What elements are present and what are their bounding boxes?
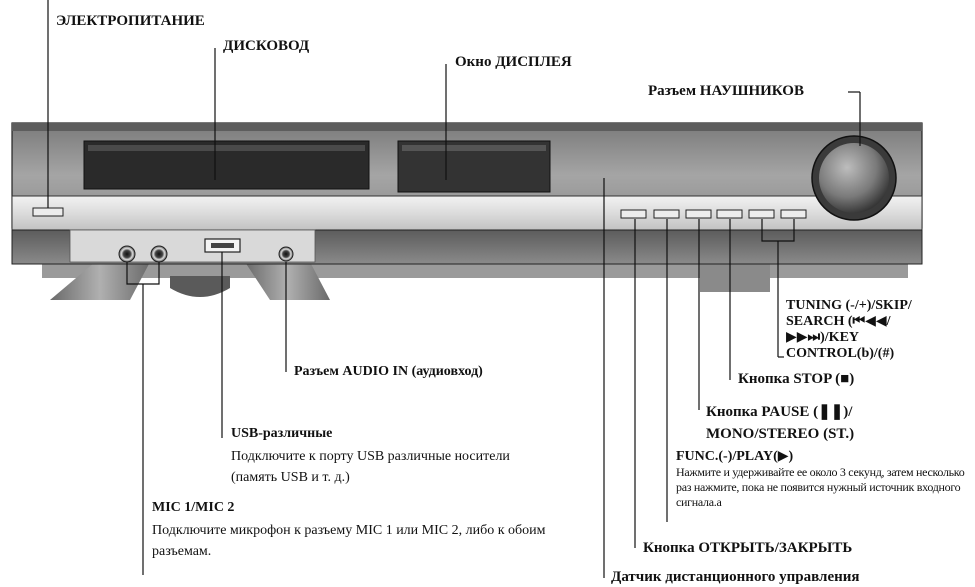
label-disc-drive: ДИСКОВОД [223, 38, 310, 54]
label-func-desc: Нажмите и удерживайте ее около 3 секунд,… [676, 465, 965, 509]
label-pause-line-2: MONO/STEREO (ST.) [706, 426, 855, 442]
label-usb-desc: Подключите к порту USB различные носител… [231, 449, 510, 485]
label-pause: Кнопка PAUSE (❚❚)/ MONO/STEREO (ST.) [706, 401, 854, 445]
label-display-window: Окно ДИСПЛЕЯ [455, 54, 572, 70]
label-power: ЭЛЕКТРОПИТАНИЕ [56, 13, 205, 29]
label-remote-sensor: Датчик дистанционного управления [611, 569, 860, 585]
label-func-play: FUNC.(-)/PLAY(▶) [676, 449, 794, 464]
label-mic: MIC 1/MIC 2 [152, 500, 235, 515]
label-tuning-line-1: TUNING (-/+)/SKIP/ [786, 298, 912, 313]
label-tuning: TUNING (-/+)/SKIP/ SEARCH (⏮◀◀/ ▶▶⏭)/KEY… [786, 298, 912, 362]
label-tuning-line-2: SEARCH (⏮◀◀/ [786, 314, 891, 329]
label-stop: Кнопка STOP (■) [738, 371, 855, 387]
label-audio-in: Разъем AUDIO IN (аудиовход) [294, 364, 483, 379]
label-mic-desc: Подключите микрофон к разъему MIC 1 или … [152, 523, 546, 559]
label-open-close: Кнопка ОТКРЫТЬ/ЗАКРЫТЬ [643, 540, 853, 556]
label-tuning-line-3: ▶▶⏭)/KEY [786, 330, 860, 345]
label-usb: USB-различные [231, 426, 333, 441]
label-tuning-line-4: CONTROL(b)/(#) [786, 346, 895, 361]
label-headphones: Разъем НАУШНИКОВ [648, 83, 804, 99]
label-pause-line-1: Кнопка PAUSE (❚❚)/ [706, 404, 853, 420]
